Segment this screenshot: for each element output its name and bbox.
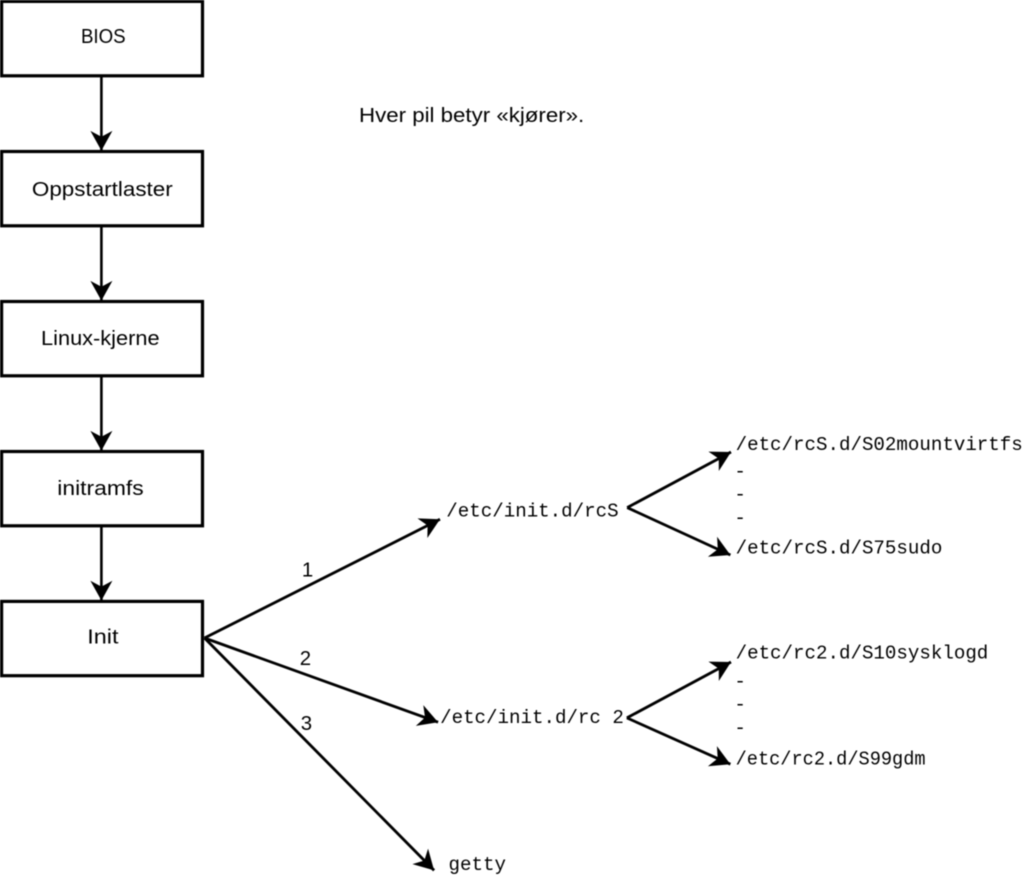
svg-text:BIOS: BIOS	[81, 26, 126, 48]
svg-text:Oppstartlaster: Oppstartlaster	[32, 179, 173, 201]
svg-text:Linux-kjerne: Linux-kjerne	[41, 328, 160, 350]
svg-text:-: -	[734, 718, 746, 740]
svg-text:1: 1	[302, 559, 313, 581]
svg-text:-: -	[734, 694, 746, 716]
svg-text:Hver pil betyr «kjører».: Hver pil betyr «kjører».	[359, 105, 584, 127]
svg-text:2: 2	[300, 648, 311, 670]
svg-text:/etc/rcS.d/S02mountvirtfs: /etc/rcS.d/S02mountvirtfs	[736, 434, 1023, 456]
svg-text:-: -	[734, 484, 746, 506]
svg-text:/etc/rcS.d/S75sudo: /etc/rcS.d/S75sudo	[736, 538, 943, 560]
svg-text:initramfs: initramfs	[57, 478, 143, 500]
svg-text:getty: getty	[449, 854, 506, 875]
svg-text:-: -	[734, 671, 746, 693]
svg-text:-: -	[734, 461, 746, 483]
svg-text:Init: Init	[87, 626, 119, 648]
svg-text:/etc/init.d/rcS: /etc/init.d/rcS	[446, 501, 618, 523]
svg-text:/etc/init.d/rc 2: /etc/init.d/rc 2	[440, 707, 624, 729]
svg-text:/etc/rc2.d/S10sysklogd: /etc/rc2.d/S10sysklogd	[736, 642, 989, 664]
svg-text:3: 3	[301, 713, 312, 735]
svg-text:/etc/rc2.d/S99gdm: /etc/rc2.d/S99gdm	[736, 749, 926, 771]
svg-text:-: -	[734, 508, 746, 530]
